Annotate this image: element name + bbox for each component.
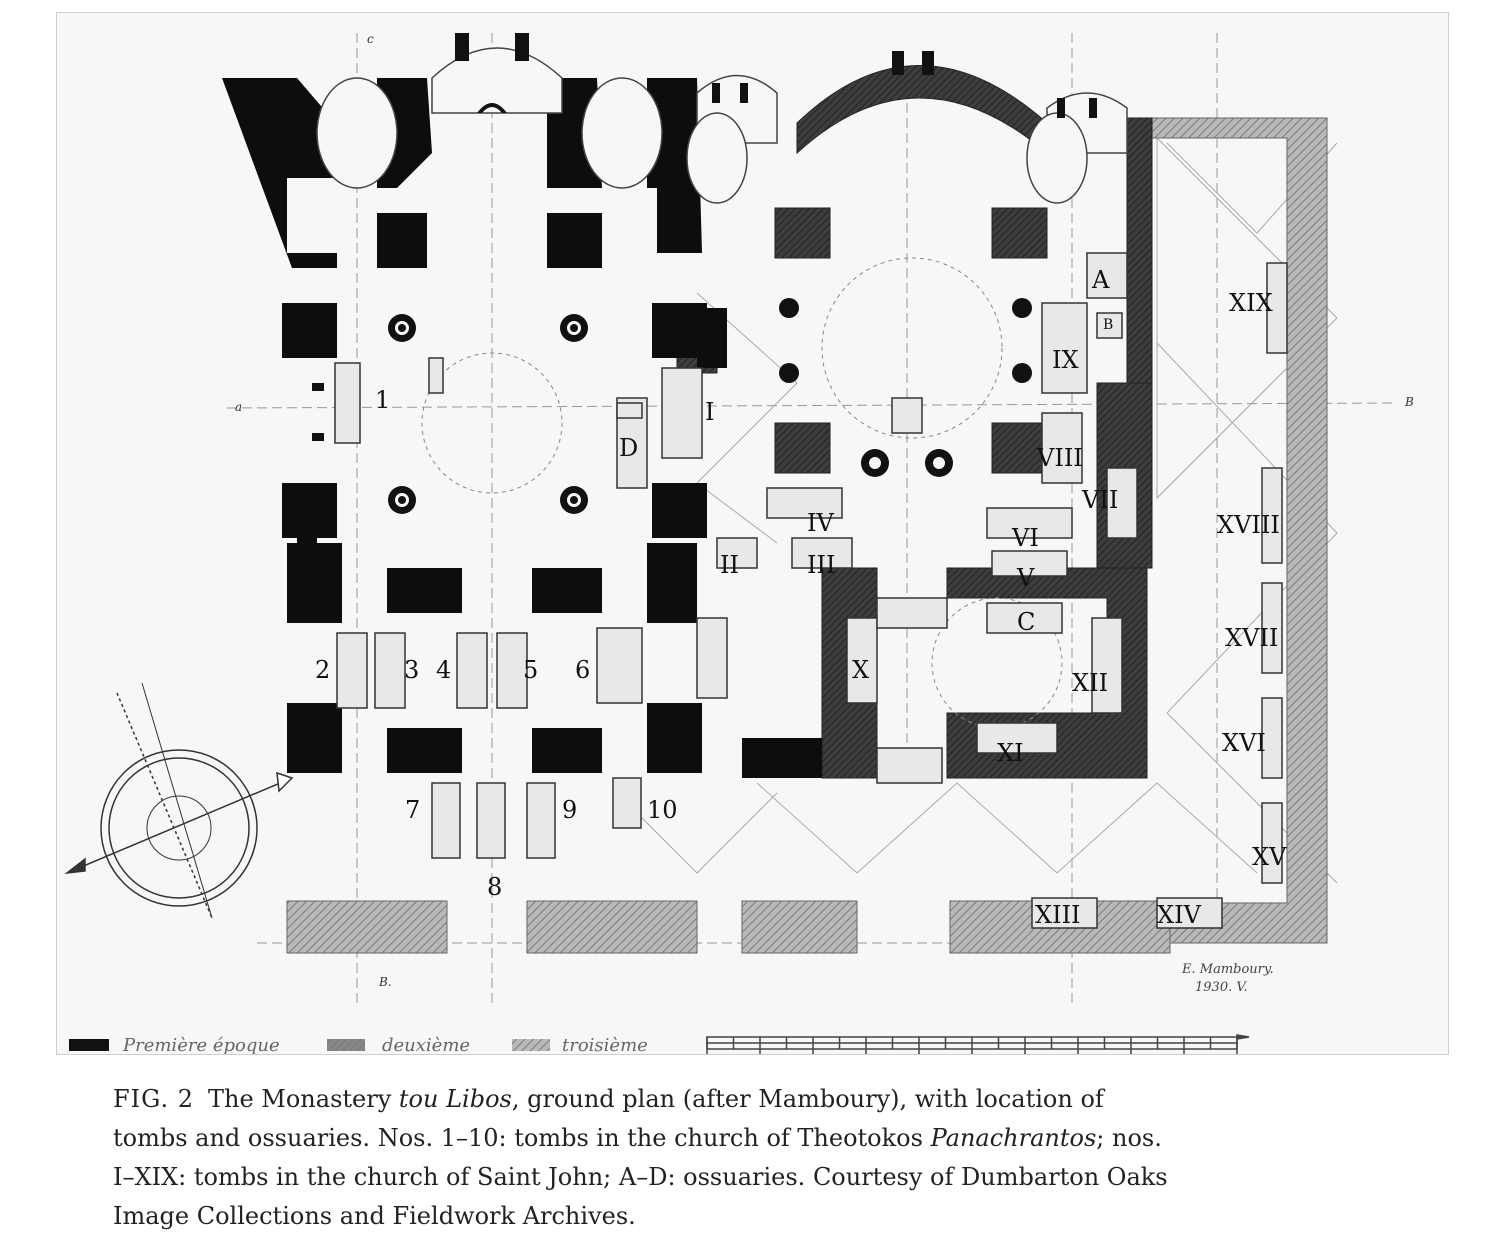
legend-swatches — [69, 1039, 550, 1051]
section-mark-bottom: B. — [378, 975, 392, 989]
section-mark-left: a — [235, 400, 242, 414]
third-period-walls — [286, 117, 1328, 954]
signature-date: 1930. V. — [1195, 980, 1248, 995]
signature: E. Mamboury. — [1181, 962, 1274, 977]
tomb-roman-V: V — [1016, 564, 1035, 592]
caption-part-0: The Monastery — [207, 1085, 399, 1113]
tomb-roman-XVII: XVII — [1225, 624, 1278, 652]
tomb-roman-IV: IV — [807, 509, 834, 537]
tomb-number-2: 2 — [315, 656, 330, 684]
tomb-roman-XVI: XVI — [1222, 729, 1266, 757]
tomb-roman-IX: IX — [1052, 346, 1079, 374]
diagonal-bays — [616, 136, 1338, 884]
section-mark-right: B — [1404, 395, 1414, 409]
ossuary-B: B — [1103, 317, 1113, 333]
tomb-roman-II: II — [720, 551, 739, 579]
columns — [388, 298, 1032, 514]
apse-windows — [312, 33, 1097, 441]
legend-label-0: Première époque — [122, 1035, 280, 1054]
ossuary-A: A — [1091, 266, 1110, 294]
ossuary-D: D — [619, 434, 638, 462]
tomb-roman-XVIII: XVIII — [1217, 511, 1280, 539]
tomb-roman-XIV: XIV — [1157, 901, 1202, 929]
tomb-number-7: 7 — [405, 796, 420, 824]
tomb-roman-VIII: VIII — [1036, 444, 1083, 472]
tomb-roman-VI: VI — [1011, 524, 1039, 552]
tomb-number-4: 4 — [436, 656, 451, 684]
ossuary-C: C — [1017, 608, 1035, 636]
tomb-number-3: 3 — [404, 656, 419, 684]
caption-part-2: , ground plan (after Mamboury), with loc… — [113, 1085, 1104, 1152]
tomb-roman-XII: XII — [1072, 669, 1108, 697]
scale-bar — [706, 1034, 1250, 1054]
tomb-outlines — [334, 252, 1288, 929]
tomb-roman-X: X — [852, 656, 869, 684]
figure-caption: FIG. 2 The Monastery tou Libos, ground pl… — [113, 1080, 1173, 1236]
tomb-number-8: 8 — [487, 873, 502, 901]
caption-part-3: Panachrantos — [930, 1124, 1097, 1152]
tomb-number-10: 10 — [647, 796, 678, 824]
tomb-number-6: 6 — [575, 656, 590, 684]
caption-part-4: ; nos. I–XIX: tombs in the church of Sai… — [113, 1124, 1168, 1230]
tomb-number-9: 9 — [562, 796, 577, 824]
compass-rose — [64, 682, 294, 919]
tomb-roman-XIII: XIII — [1035, 901, 1081, 929]
apses — [316, 47, 1128, 204]
tomb-roman-III: III — [807, 551, 835, 579]
caption-part-1: tou Libos — [398, 1085, 512, 1113]
section-mark-top: c — [367, 32, 374, 46]
legend-label-1: deuxième — [382, 1035, 470, 1054]
tomb-roman-XIX: XIX — [1229, 289, 1273, 317]
tomb-roman-VII: VII — [1081, 486, 1118, 514]
ground-plan-drawing: 12345678910IIIIIIIVVVIVIIVIIIIXXXIXIIXII… — [64, 32, 1414, 1054]
tomb-roman-I: I — [705, 398, 714, 426]
tomb-number-5: 5 — [523, 656, 538, 684]
first-period-walls — [222, 78, 822, 778]
tomb-number-1: 1 — [375, 386, 390, 414]
dome-circles — [421, 257, 1063, 729]
figure-number: FIG. 2 — [113, 1085, 194, 1113]
tomb-roman-XV: XV — [1252, 843, 1287, 871]
tomb-roman-XI: XI — [997, 739, 1024, 767]
legend-label-2: troisième — [562, 1035, 648, 1054]
